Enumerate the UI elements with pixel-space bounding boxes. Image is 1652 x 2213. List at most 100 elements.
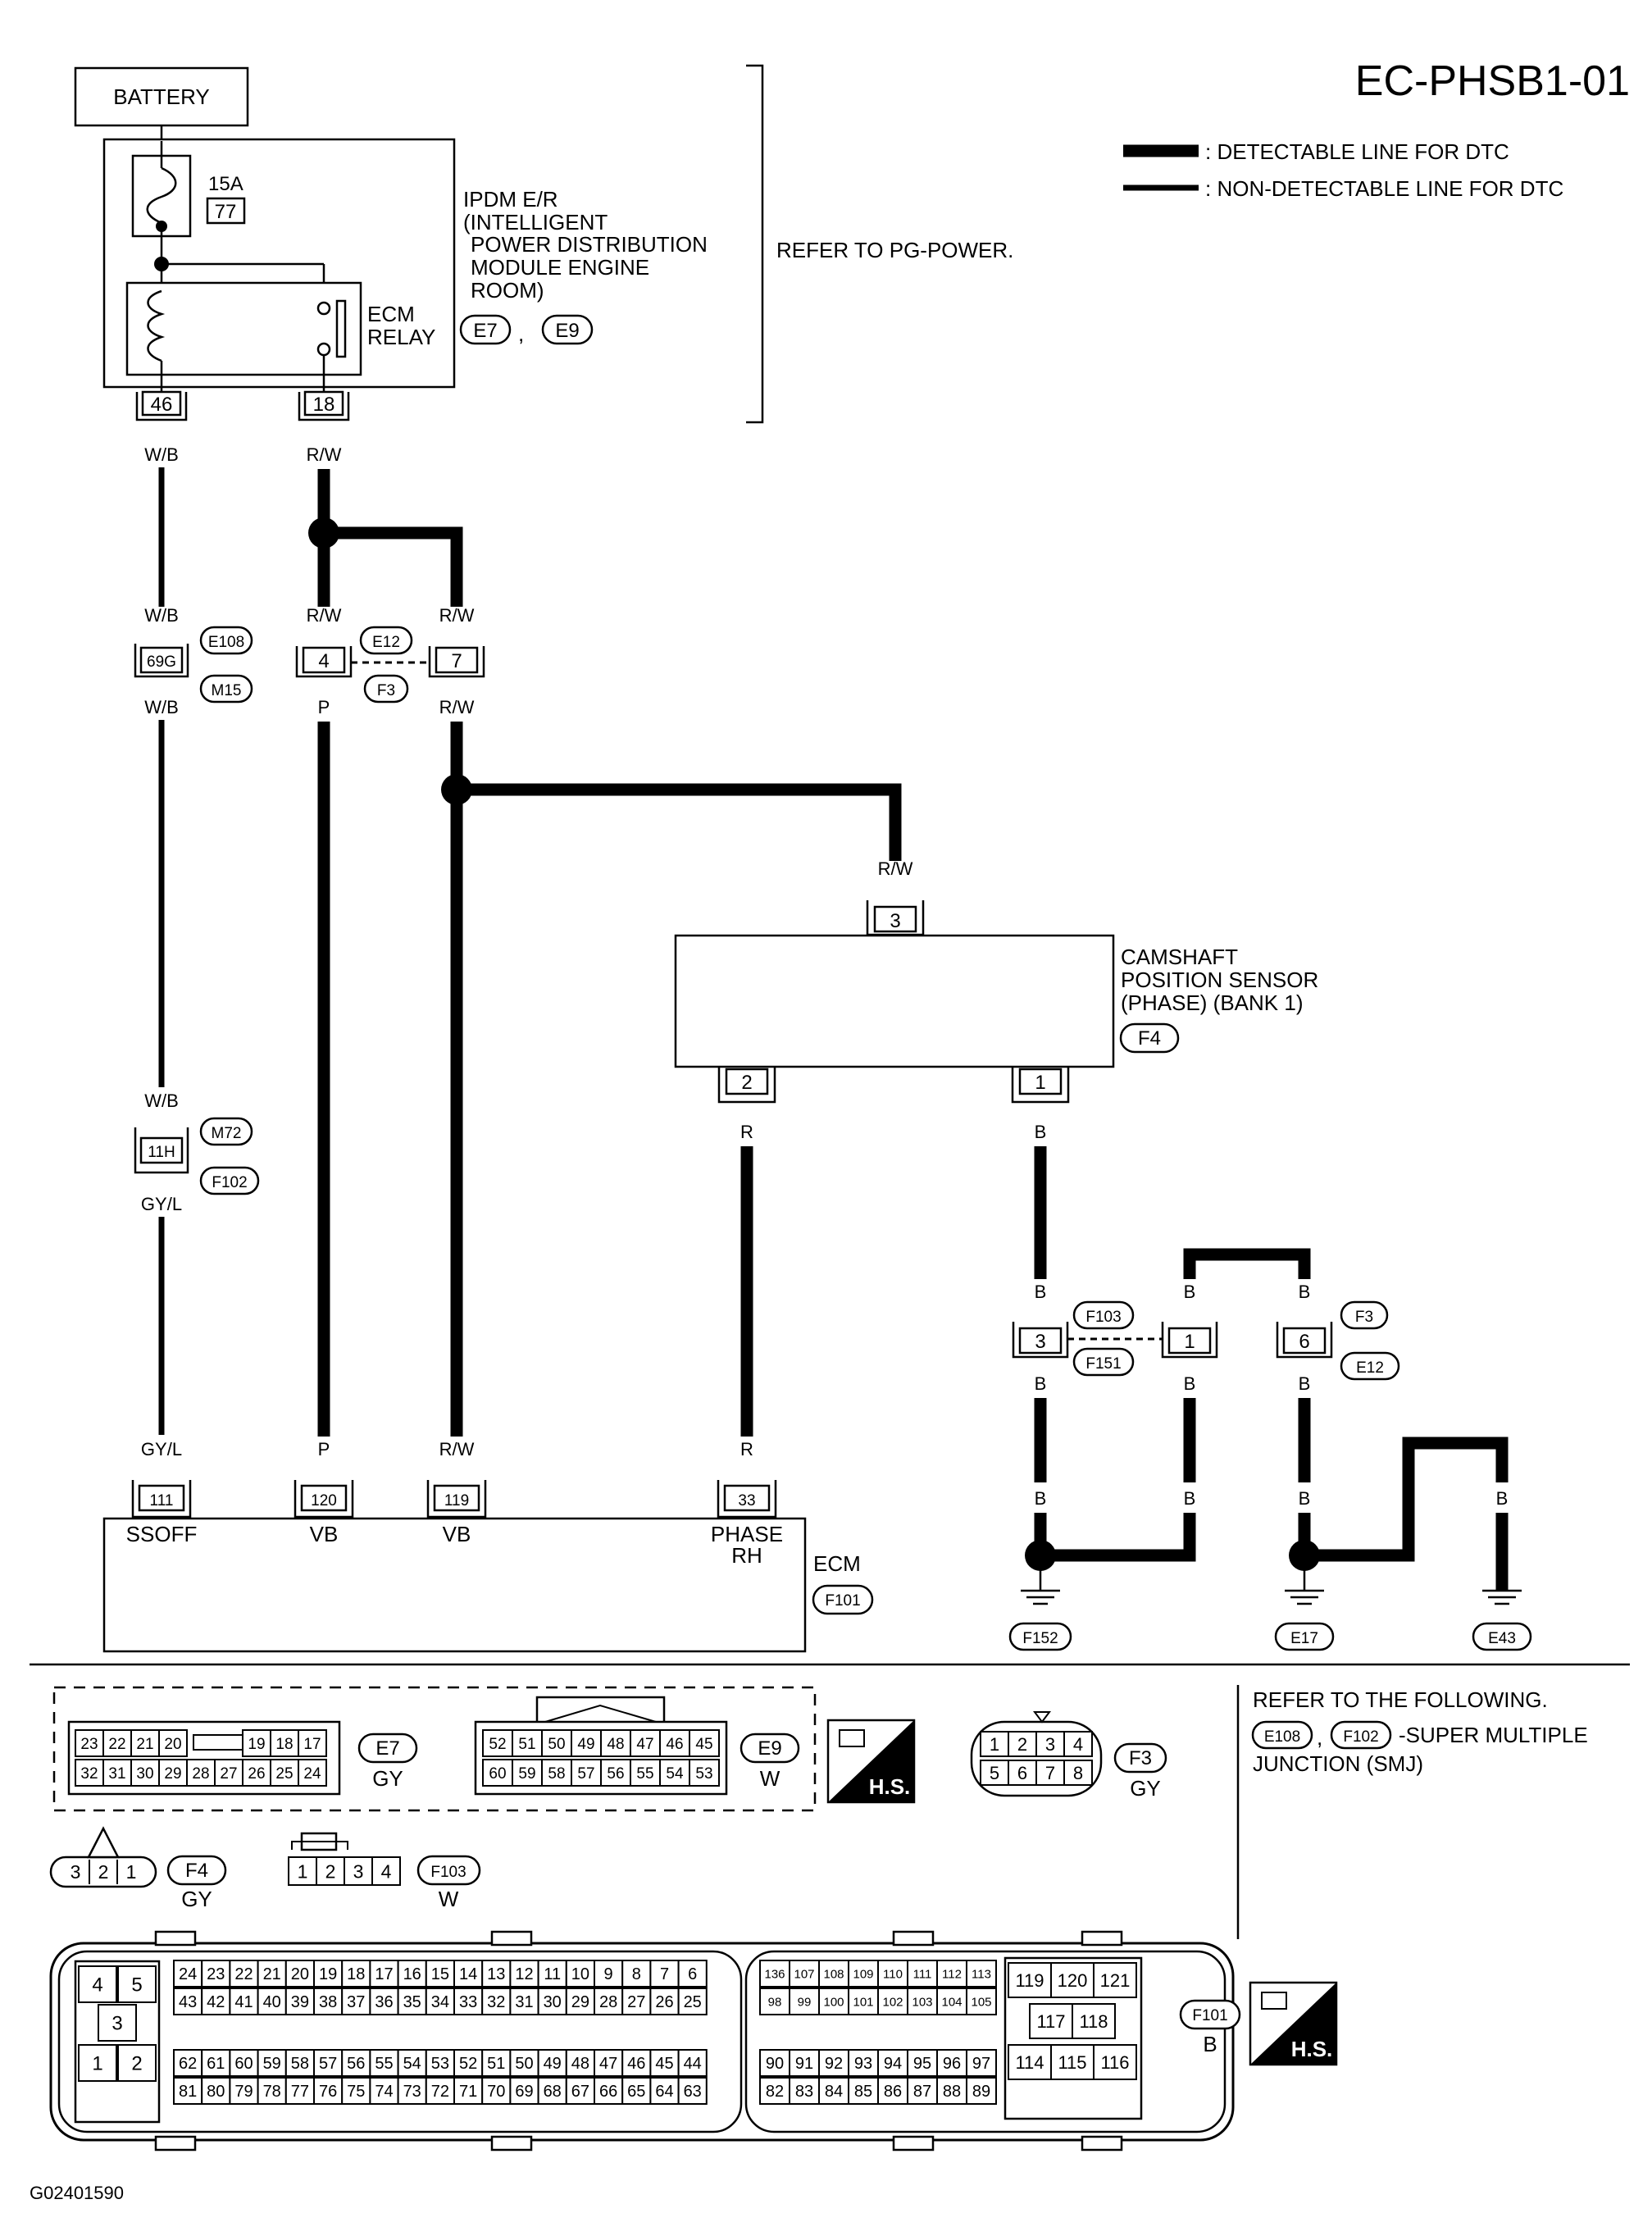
f101-pin-78 (257, 2077, 287, 2105)
f101-pin-100 (818, 1988, 849, 2015)
f101-pin-113 (966, 1960, 997, 1988)
f101-pin-119-label: 119 (1015, 1970, 1044, 1991)
f101-pin-99 (789, 1988, 820, 2015)
conn-f103-label: F103 (1085, 1309, 1121, 1326)
e9-pin-47 (630, 1729, 661, 1757)
sensor-label-3: (PHASE) (BANK 1) (1121, 990, 1304, 1015)
e9-pin-47-label: 47 (636, 1736, 653, 1753)
relay-label-2: RELAY (367, 325, 435, 349)
hs-badge-2-label: H.S. (1291, 2037, 1333, 2061)
ecm-pin-120: 120 (311, 1492, 337, 1509)
f101-pin-67-label: 67 (571, 2083, 589, 2101)
refer-following-1: REFER TO THE FOLLOWING. (1253, 1687, 1548, 1712)
hs-badge-2: H.S. (1249, 1981, 1338, 2066)
f101-pin-61-label: 61 (207, 2055, 225, 2073)
wire-rw-to-sensor (457, 783, 902, 861)
e7-pin-22-label: 22 (108, 1736, 125, 1753)
wire-b-label-6: B (1035, 1488, 1047, 1509)
f101-pin-21-label: 21 (263, 1965, 281, 1983)
wire-wb-label-1: W/B (144, 444, 179, 465)
f101-pin-45-label: 45 (655, 2055, 673, 2073)
f3-pin-7 (1035, 1760, 1065, 1786)
f101-pin-101-label: 101 (853, 1995, 873, 2009)
face-e7-name: E7 (375, 1737, 399, 1760)
f3-pin-3-label: 3 (1045, 1734, 1055, 1755)
e7-pin-25-label: 25 (275, 1765, 293, 1783)
e9-pin-50-label: 50 (548, 1736, 565, 1753)
conn-f3-right-pill (1340, 1300, 1389, 1330)
face-e7-pill (357, 1733, 418, 1764)
e9-pin-58-label: 58 (548, 1765, 565, 1783)
f101-pin-87-label: 87 (913, 2083, 931, 2101)
f101-pin-1-label: 1 (92, 2053, 102, 2075)
f101-pin-116-label: 116 (1100, 2052, 1129, 2073)
f101-pin-42 (201, 1988, 231, 2015)
ipdm-connector-group (52, 1686, 817, 1812)
conn-f3-right-label: F3 (1355, 1309, 1373, 1326)
f101-pin-39-label: 39 (291, 1993, 309, 2011)
conn-e12-label: E12 (372, 634, 400, 651)
f101-pin-89-label: 89 (972, 2083, 990, 2101)
f101-pin-54 (397, 2049, 427, 2077)
f101-pin-74-label: 74 (375, 2083, 393, 2101)
f101-pin-24-label: 24 (179, 1965, 197, 1983)
f3-pin-6 (1008, 1760, 1037, 1786)
f101-pin-90-label: 90 (766, 2055, 784, 2073)
f101-pin-10-label: 10 (571, 1965, 589, 1983)
f101-pin-64-label: 64 (655, 2083, 673, 2101)
sensor-pin-2-label: 2 (741, 1072, 752, 1094)
wire-rw-branch (324, 526, 463, 607)
wire-b-to-ground-f152 (1040, 1513, 1196, 1562)
f101-pin-136 (759, 1960, 790, 1988)
f101-pin-118 (1072, 2003, 1116, 2039)
f101-pin-36-label: 36 (375, 1993, 393, 2011)
f101-pin-12-label: 12 (515, 1965, 533, 1983)
wire-gyl-label-1: GY/L (141, 1194, 182, 1214)
f101-pin-34-label: 34 (431, 1993, 449, 2011)
f101-pin-30 (537, 1988, 567, 2015)
f101-pin-97 (966, 2049, 997, 2077)
f101-pin-113-label: 113 (972, 1967, 991, 1981)
f101-pin-60-label: 60 (234, 2055, 253, 2073)
f101-pin-69-label: 69 (515, 2083, 533, 2101)
f101-pin-7-label: 7 (660, 1965, 669, 1983)
e7-pin-21-label: 21 (136, 1736, 153, 1753)
f3-pin-6-label: 6 (1017, 1763, 1027, 1783)
f3-pin-8-label: 8 (1073, 1763, 1083, 1783)
ecm-label-rh: RH (731, 1543, 762, 1568)
f101-pin-79-label: 79 (234, 2083, 253, 2101)
face-f101-pill (1179, 1999, 1241, 2030)
conn-separator: , (518, 321, 524, 346)
e9-pin-56-label: 56 (607, 1765, 624, 1783)
ipdm-pin-46 (141, 390, 182, 417)
f101-pin-22-label: 22 (234, 1965, 253, 1983)
f103-pin-4-label: 4 (381, 1860, 392, 1882)
f101-pin-40-label: 40 (263, 1993, 281, 2011)
f101-pin-91 (789, 2049, 820, 2077)
f101-pin-29 (565, 1988, 595, 2015)
e9-pin-51 (512, 1729, 543, 1757)
f101-pin-103-label: 103 (912, 1995, 932, 2009)
e9-pin-57-label: 57 (577, 1765, 594, 1783)
conn-f103-pin-3-label: 3 (1035, 1331, 1045, 1353)
e7-pin-17-label: 17 (303, 1736, 321, 1753)
f101-pin-9 (594, 1960, 624, 1988)
wire-p-label-2: P (318, 1439, 330, 1459)
f101-pin-102-label: 102 (882, 1995, 903, 2009)
ground-e17: E17 (1274, 1558, 1335, 1651)
f101-pin-41 (229, 1988, 259, 2015)
f101-pin-112 (936, 1960, 967, 1988)
f101-pin-4-label: 4 (92, 1974, 102, 1997)
f101-pin-31-label: 31 (515, 1993, 533, 2011)
refer-bracket (746, 64, 764, 424)
e9-pin-57 (571, 1759, 602, 1787)
conn-e12-pin-7-label: 7 (451, 650, 462, 672)
f101-pin-2-label: 2 (131, 2053, 142, 2075)
f101-pin-33-label: 33 (459, 1993, 477, 2011)
f103-pin-4 (371, 1856, 401, 1886)
f101-pin-93 (848, 2049, 879, 2077)
f101-pin-15 (425, 1960, 455, 1988)
f101-pin-91-label: 91 (795, 2055, 813, 2073)
e7-pin-28 (186, 1759, 216, 1787)
